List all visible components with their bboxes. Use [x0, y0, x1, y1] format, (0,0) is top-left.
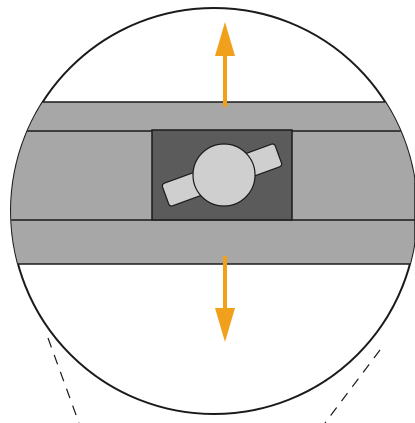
projection-line-left	[47, 337, 80, 423]
knob-disc	[192, 143, 256, 207]
arrow-down-icon	[215, 256, 235, 342]
arrow-up-icon	[215, 22, 235, 107]
adjustment-knob-icon	[161, 143, 283, 207]
projection-line-right	[324, 349, 381, 423]
